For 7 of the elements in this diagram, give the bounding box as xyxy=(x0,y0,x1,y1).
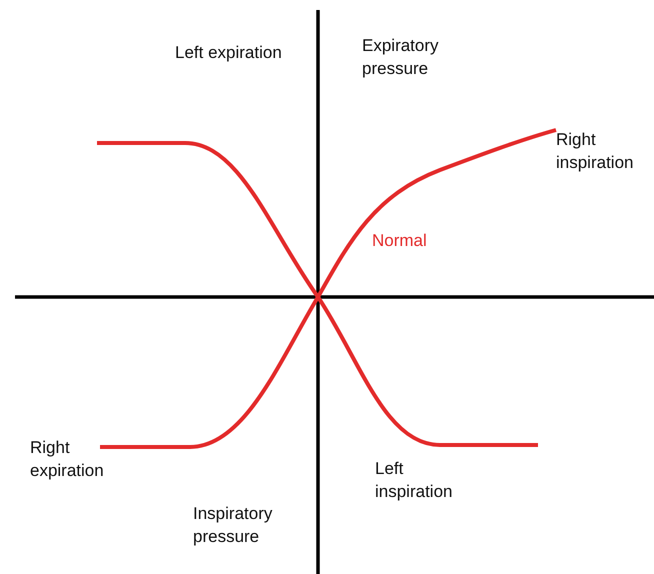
axis-label: Inspiratory pressure xyxy=(193,503,274,548)
axis-label: Right inspiration xyxy=(556,129,634,174)
axis-label: Left inspiration xyxy=(375,458,454,503)
curve-label: Normal xyxy=(372,230,428,252)
axis-label: Left expiration xyxy=(175,42,283,64)
axis-label: Expiratory pressure xyxy=(362,35,440,80)
axis-label: Right expiration xyxy=(30,437,105,482)
